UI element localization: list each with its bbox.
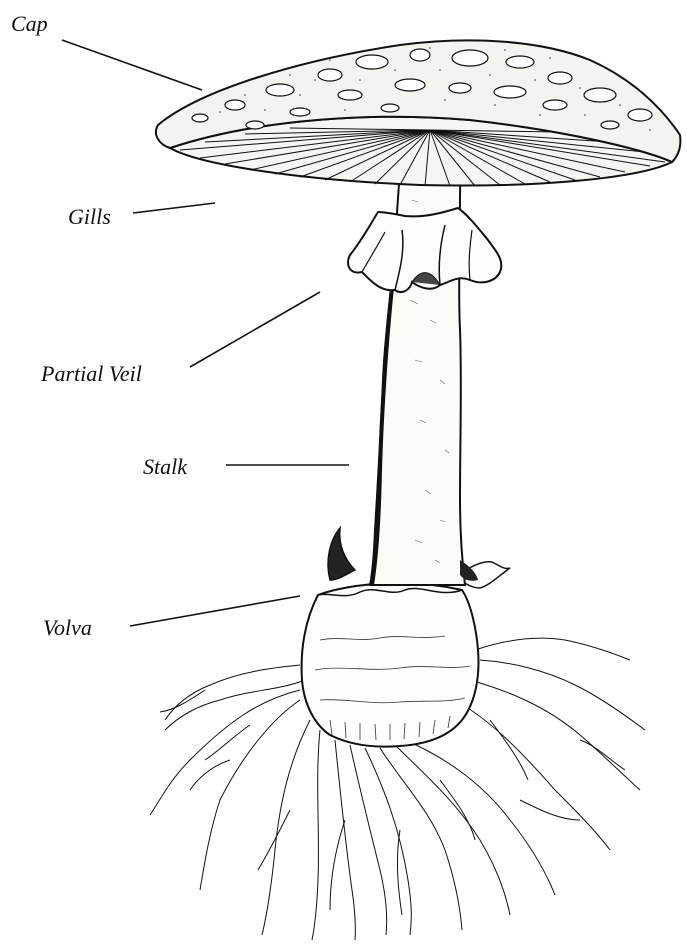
- stalk: [370, 135, 478, 585]
- gills-leader-line: [133, 203, 215, 213]
- volva-leader-line: [130, 596, 300, 626]
- stalk-label: Stalk: [143, 456, 187, 478]
- volva-label: Volva: [43, 617, 92, 639]
- cap-label: Cap: [11, 13, 48, 35]
- cap-leader-line: [62, 40, 202, 90]
- gills-label: Gills: [68, 206, 111, 228]
- cap: [156, 40, 680, 186]
- partial-veil-leader-line: [190, 292, 320, 367]
- partial-veil-label: Partial Veil: [41, 363, 142, 385]
- partial-veil: [348, 208, 501, 292]
